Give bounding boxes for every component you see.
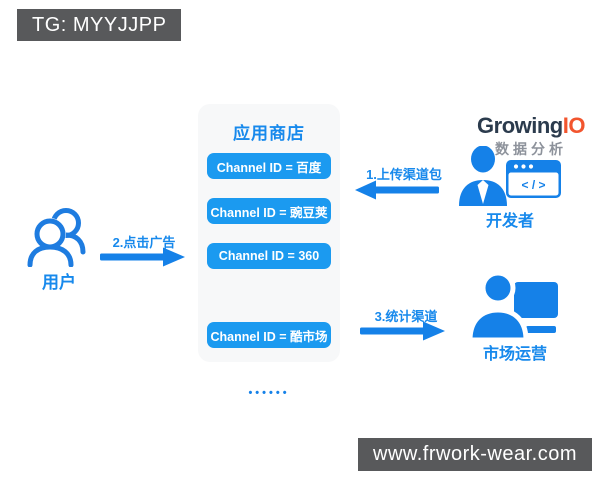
marketing-label: 市场运营 — [482, 346, 547, 363]
flow-upload-label: 1.上传渠道包 — [366, 167, 442, 182]
channel-chip-baidu: Channel ID = 百度 — [207, 153, 331, 179]
channel-chip-360: Channel ID = 360 — [207, 243, 331, 269]
tie-shape — [477, 180, 489, 204]
flow-stats-label: 3.统计渠道 — [374, 309, 438, 324]
app-store-title: 应用商店 — [233, 124, 305, 143]
code-window-icon: < / > — [506, 160, 561, 198]
channel-chip-wandoujia: Channel ID = 豌豆荚 — [207, 198, 331, 224]
watermark-top-left: TG: MYYJJPP — [17, 9, 182, 41]
app-store-panel: 应用商店 Channel ID = 百度 Channel ID = 豌豆荚 Ch… — [198, 104, 340, 399]
arrow-right-icon — [100, 247, 185, 267]
arrow-right-icon — [360, 321, 445, 341]
monitor-icon — [514, 282, 558, 333]
code-glyph: < / > — [521, 178, 545, 192]
flow-click-ad-label: 2.点击广告 — [112, 235, 176, 250]
developer-label: 开发者 — [485, 213, 534, 230]
logo-text-growing: Growing — [477, 113, 563, 138]
developer-icon: < / > — [459, 146, 561, 206]
users-icon — [27, 208, 86, 267]
logo-text-io: IO — [562, 113, 586, 138]
marketing-icon — [470, 270, 558, 338]
watermark-bottom-right: www.frwork-wear.com — [358, 438, 592, 471]
user-label: 用户 — [42, 273, 76, 292]
channel-chip-coolmarket: Channel ID = 酷市场 — [207, 322, 331, 348]
ellipsis-dots: •••••• — [248, 387, 290, 399]
growingio-logo: GrowingIO — [472, 113, 590, 139]
logo-subtitle: 数据分析 — [495, 141, 567, 157]
arrow-left-icon — [355, 180, 439, 200]
